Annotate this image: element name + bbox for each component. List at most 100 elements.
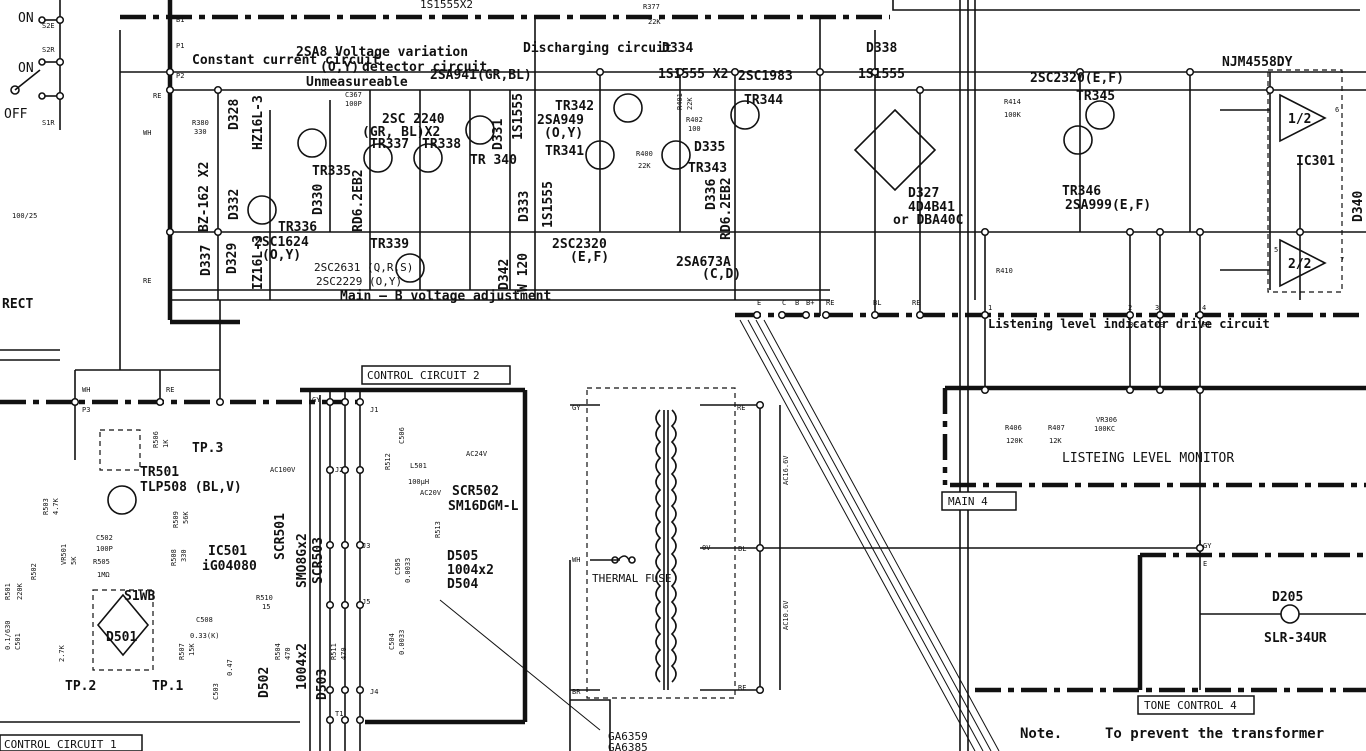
q2sa673a-rank: (C,D) [702, 267, 741, 282]
junction-dot [777, 310, 787, 320]
d328-label: D328 [227, 99, 242, 130]
junction-dot [355, 600, 365, 610]
junction-dot [755, 543, 765, 553]
c506-label: C506 [398, 427, 406, 444]
r505-label: R505 [93, 558, 110, 566]
q2sc1983-label: 2SC1983 [738, 69, 793, 84]
c504-label: C504 [388, 633, 396, 650]
junction-dot [155, 397, 165, 407]
net-re-bus: RE [826, 299, 834, 307]
c508-label: C508 [196, 616, 213, 624]
r511-label: R511 [330, 643, 338, 660]
net-ac100: AC100V [270, 466, 296, 474]
junction-dot [213, 227, 223, 237]
r400-value: 22K [638, 162, 651, 170]
connector-pin-label: 2 [1128, 304, 1132, 312]
net-ac24: AC24V [466, 450, 488, 458]
switch-on-2: ON [18, 61, 34, 76]
switch-labels: ON S2E S2R ON OFF S1R RECT 100/25 [2, 11, 55, 312]
led-indicator [1200, 604, 1366, 624]
junction-dot [1155, 227, 1165, 237]
r407-label: R407 [1048, 424, 1065, 432]
junction-dot [1125, 227, 1135, 237]
s1wb-label: S1WB [124, 589, 155, 604]
connector-pin-label: J2 [335, 466, 343, 474]
vr306-label: VR306 [1096, 416, 1117, 424]
junction-dot [1185, 67, 1195, 77]
tr345-label: TR345 [1076, 89, 1115, 104]
junction-dot [340, 540, 350, 550]
junction-dot [730, 67, 740, 77]
d205-label: D205 [1272, 590, 1303, 605]
block-label-boxes [0, 365, 1255, 751]
r502-value: 2.7K [58, 644, 66, 662]
d331-label: D331 [491, 119, 506, 150]
junction-dot [980, 385, 990, 395]
d505-label: D505 [447, 549, 478, 564]
constant-current-label: Constant current circuit [192, 53, 380, 68]
thermal-fuse-label: THERMAL FUSE [592, 572, 671, 585]
r502-label: R502 [30, 563, 38, 580]
r513-label: R513 [434, 521, 442, 538]
detector-circuit-label: detector circuit [362, 60, 487, 75]
q2sc2631-label: 2SC2631 (Q,R,S) [314, 261, 413, 274]
r401-label: R401 [676, 93, 684, 110]
r511-value: 470 [340, 647, 348, 660]
slr34ur-label: SLR-34UR [1264, 631, 1327, 646]
d336-label: D336 [704, 179, 719, 210]
r380-label: R380 [192, 119, 209, 127]
d504-label: D504 [447, 577, 478, 592]
junction-dot [1265, 85, 1275, 95]
junction-dot [675, 67, 685, 77]
smo8g-label: SMO8Gx2 [295, 533, 310, 588]
junction-dot [165, 67, 175, 77]
q2sc2320-label: 2SC2320 [552, 237, 607, 252]
r510-value: 15 [262, 603, 270, 611]
junction-dot [325, 465, 335, 475]
junction-dot [213, 85, 223, 95]
vr501-label: VR501 [60, 544, 68, 565]
connector-pin-label: J3 [362, 542, 370, 550]
r508-value: 330 [180, 549, 188, 562]
ga6385-label: GA6385 [608, 741, 648, 751]
junction-dot [755, 400, 765, 410]
net-labels: WH RE RE WH RE GY GY RE WH BL BR RE 0V A… [82, 92, 1212, 696]
d505-value: 1004x2 [447, 563, 494, 578]
junction-dot [752, 310, 762, 320]
r406-label: R406 [1005, 424, 1022, 432]
cap-100-25: 100/25 [12, 212, 37, 220]
tr338-label: TR338 [422, 137, 461, 152]
junction-dot [355, 715, 365, 725]
connector-pin-label: P2 [176, 72, 184, 80]
tr344-label: TR344 [744, 93, 783, 108]
junction-dot [340, 715, 350, 725]
junction-dot [325, 397, 335, 407]
junction-dot [165, 85, 175, 95]
r414-value: 100K [1004, 111, 1022, 119]
r507-value: 15K [188, 643, 196, 656]
d334-value: 1S1555 X2 [658, 67, 728, 82]
connector-pin-label: 4 [1202, 304, 1206, 312]
junction-dot [1155, 385, 1165, 395]
njm4558-label: NJM4558DY [1222, 55, 1293, 70]
q2sc1624-rank: (O,Y) [262, 248, 301, 263]
tr341-label: TR341 [545, 144, 584, 159]
bz162-label: BZ-162 X2 [197, 162, 212, 232]
vr306-value: 100KC [1094, 425, 1115, 433]
c505-label: C505 [394, 558, 402, 575]
net-re-xfmr: RE [737, 404, 745, 412]
r407-value: 12K [1049, 437, 1062, 445]
r402-value: 100 [688, 125, 701, 133]
c508-value: 0.33(K) [190, 632, 220, 640]
vr501-value: 5K [70, 556, 78, 565]
bridge-rectifier-symbols [96, 108, 937, 657]
c502-label: C502 [96, 534, 113, 542]
ic501-label: IC501 [208, 544, 247, 559]
net-re-top: RE [153, 92, 161, 100]
net-bplus-bus: B+ [806, 299, 814, 307]
control-circuit-2-label: CONTROL CIRCUIT 2 [367, 369, 480, 382]
switch-s1r: S1R [42, 119, 55, 127]
tr339-label: TR339 [370, 237, 409, 252]
opamp-symbols [1279, 93, 1327, 288]
top-diode-label: 1S1555X2 [420, 0, 473, 11]
